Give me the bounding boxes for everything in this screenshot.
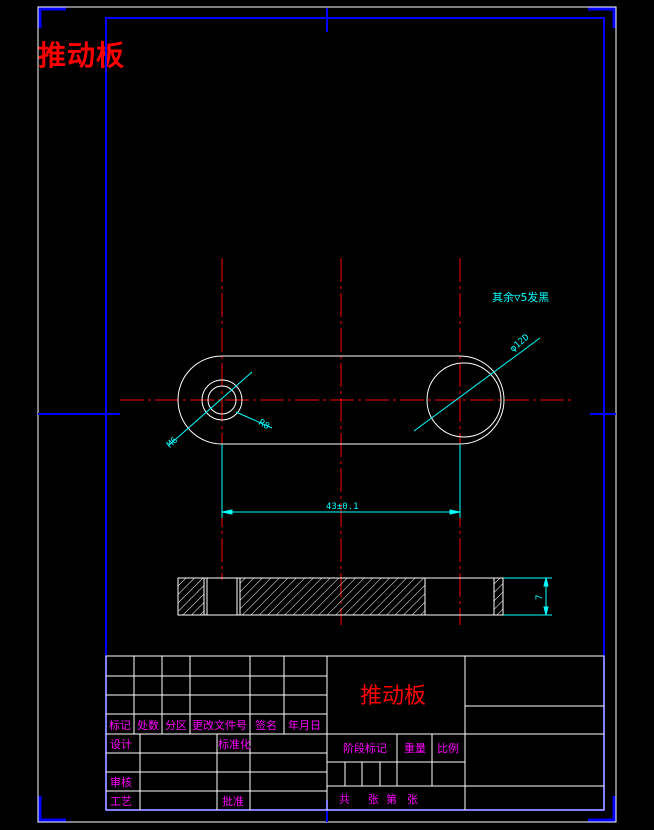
dim-thickness: 7: [535, 595, 545, 600]
col-signature: 签名: [255, 718, 277, 732]
dimension-lines: [167, 337, 552, 616]
dim-radius: R8: [257, 418, 271, 432]
col-date: 年月日: [288, 718, 321, 732]
label-process: 工艺: [110, 795, 132, 808]
label-stage-mark: 阶段标记: [343, 741, 387, 755]
corner-marks: [38, 7, 616, 822]
title-block: [105, 655, 605, 811]
drawing-title: 推动板: [38, 39, 126, 72]
label-standardization: 标准化: [218, 737, 251, 751]
label-sheet-unit: 张: [368, 793, 379, 806]
label-approve: 批准: [222, 794, 244, 808]
col-zone: 分区: [165, 719, 187, 732]
dim-center-distance: 43±0.1: [326, 502, 359, 512]
dim-slot: φ12D: [509, 333, 532, 355]
label-sheets-total: 共: [339, 793, 350, 806]
label-design: 设计: [110, 738, 132, 751]
label-scale: 比例: [437, 741, 459, 755]
col-mark: 标记: [109, 718, 131, 732]
plate-section-view: [177, 577, 504, 616]
label-sheet-no: 第: [386, 792, 397, 806]
col-count: 处数: [137, 719, 159, 732]
label-review: 审核: [110, 775, 132, 789]
center-lines: [120, 258, 575, 625]
surface-note: 其余▽5发黑: [492, 290, 549, 304]
label-weight: 重量: [404, 741, 426, 755]
title-block-part-name: 推动板: [360, 684, 426, 709]
col-change-doc: 更改文件号: [192, 718, 247, 732]
label-sheet-unit-2: 张: [407, 793, 418, 806]
inner-border: [105, 17, 605, 811]
